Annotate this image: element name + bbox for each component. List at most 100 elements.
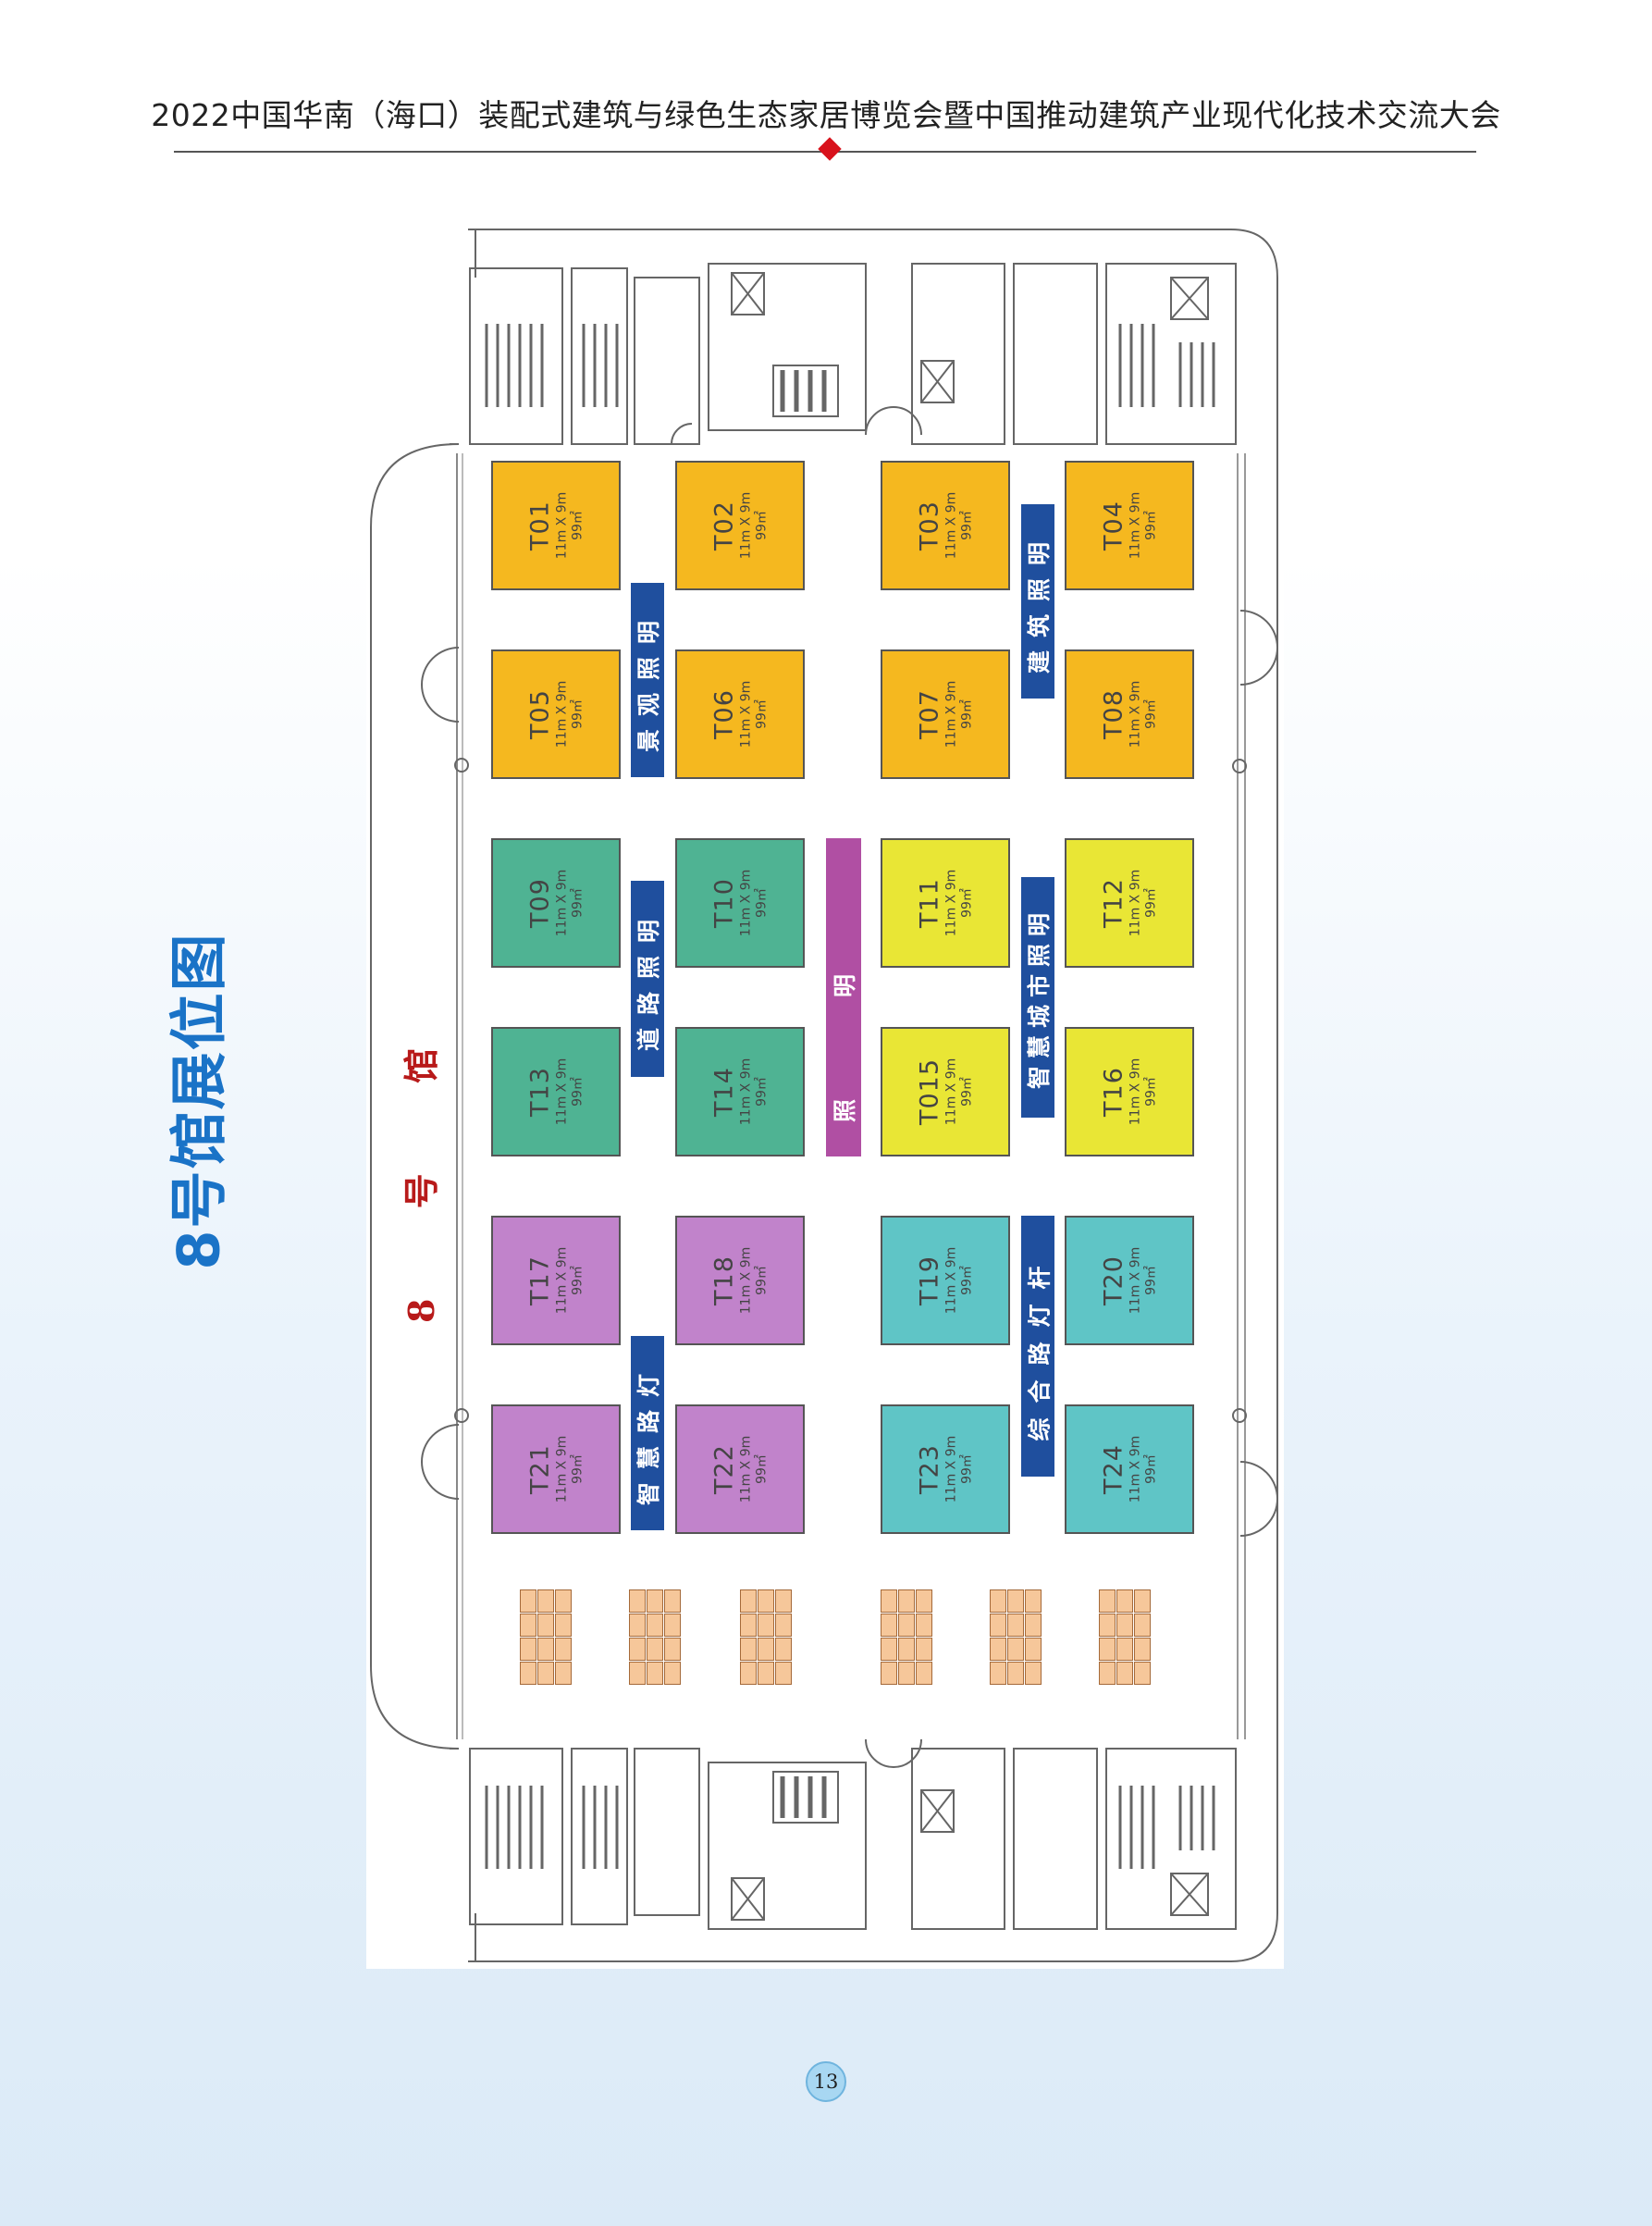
small-booth[interactable] (1134, 1662, 1151, 1685)
small-booth[interactable] (775, 1662, 792, 1685)
small-booth[interactable] (1099, 1638, 1116, 1661)
small-booth[interactable] (1099, 1662, 1116, 1685)
small-booth[interactable] (758, 1589, 774, 1613)
small-booth[interactable] (1134, 1638, 1151, 1661)
small-booth[interactable] (520, 1638, 536, 1661)
small-booth[interactable] (664, 1589, 681, 1613)
small-booth[interactable] (537, 1589, 554, 1613)
small-booth[interactable] (537, 1662, 554, 1685)
small-booth[interactable] (898, 1662, 915, 1685)
small-booth[interactable] (881, 1589, 897, 1613)
small-booth[interactable] (1025, 1638, 1042, 1661)
small-booth[interactable] (1134, 1589, 1151, 1613)
small-booth[interactable] (916, 1589, 932, 1613)
small-booth[interactable] (1116, 1614, 1133, 1637)
small-booth[interactable] (775, 1589, 792, 1613)
small-booth[interactable] (881, 1614, 897, 1637)
small-booth[interactable] (881, 1638, 897, 1661)
small-booth[interactable] (758, 1614, 774, 1637)
small-booth[interactable] (537, 1638, 554, 1661)
small-booth[interactable] (916, 1662, 932, 1685)
small-booth[interactable] (898, 1614, 915, 1637)
small-booth[interactable] (898, 1638, 915, 1661)
small-booth[interactable] (647, 1662, 663, 1685)
small-booth[interactable] (647, 1614, 663, 1637)
small-booth[interactable] (647, 1638, 663, 1661)
small-booth[interactable] (1099, 1589, 1116, 1613)
small-booth[interactable] (990, 1589, 1006, 1613)
small-booth[interactable] (629, 1614, 646, 1637)
small-booth[interactable] (1099, 1614, 1116, 1637)
small-booth[interactable] (1007, 1662, 1024, 1685)
small-booth[interactable] (1134, 1614, 1151, 1637)
small-booth[interactable] (740, 1662, 757, 1685)
small-booth[interactable] (664, 1638, 681, 1661)
small-booth[interactable] (664, 1614, 681, 1637)
small-booth[interactable] (1007, 1589, 1024, 1613)
small-booth[interactable] (990, 1638, 1006, 1661)
small-booth[interactable] (916, 1638, 932, 1661)
small-booth[interactable] (555, 1662, 572, 1685)
small-booth[interactable] (1025, 1662, 1042, 1685)
small-booth[interactable] (775, 1614, 792, 1637)
hall-name: 8 号 馆 (400, 1008, 442, 1323)
small-booth[interactable] (1116, 1662, 1133, 1685)
small-booth[interactable] (520, 1614, 536, 1637)
small-booth[interactable] (881, 1662, 897, 1685)
small-booth[interactable] (629, 1638, 646, 1661)
zone-label-smart-city: 智慧城市照明 (1021, 877, 1054, 1118)
small-booth[interactable] (555, 1589, 572, 1613)
small-booth[interactable] (629, 1662, 646, 1685)
small-booth[interactable] (537, 1614, 554, 1637)
small-booth[interactable] (1025, 1614, 1042, 1637)
zone-label-architecture: 建筑照明 (1021, 504, 1054, 699)
small-booth[interactable] (990, 1614, 1006, 1637)
small-booth[interactable] (664, 1662, 681, 1685)
small-booth[interactable] (740, 1589, 757, 1613)
small-booth[interactable] (740, 1614, 757, 1637)
small-booth[interactable] (1007, 1638, 1024, 1661)
small-booth[interactable] (520, 1589, 536, 1613)
small-booth[interactable] (555, 1638, 572, 1661)
small-booth[interactable] (520, 1662, 536, 1685)
small-booth[interactable] (898, 1589, 915, 1613)
small-booth[interactable] (647, 1589, 663, 1613)
small-booth[interactable] (1025, 1589, 1042, 1613)
small-booth[interactable] (990, 1662, 1006, 1685)
small-booth[interactable] (740, 1638, 757, 1661)
small-booth[interactable] (1116, 1589, 1133, 1613)
small-booth[interactable] (555, 1614, 572, 1637)
small-booth[interactable] (916, 1614, 932, 1637)
small-booth[interactable] (758, 1638, 774, 1661)
small-booth[interactable] (629, 1589, 646, 1613)
small-booth[interactable] (1116, 1638, 1133, 1661)
small-booth[interactable] (1007, 1614, 1024, 1637)
small-booth[interactable] (775, 1638, 792, 1661)
small-booth[interactable] (758, 1662, 774, 1685)
zone-label-road: 道路照明 (631, 881, 664, 1077)
